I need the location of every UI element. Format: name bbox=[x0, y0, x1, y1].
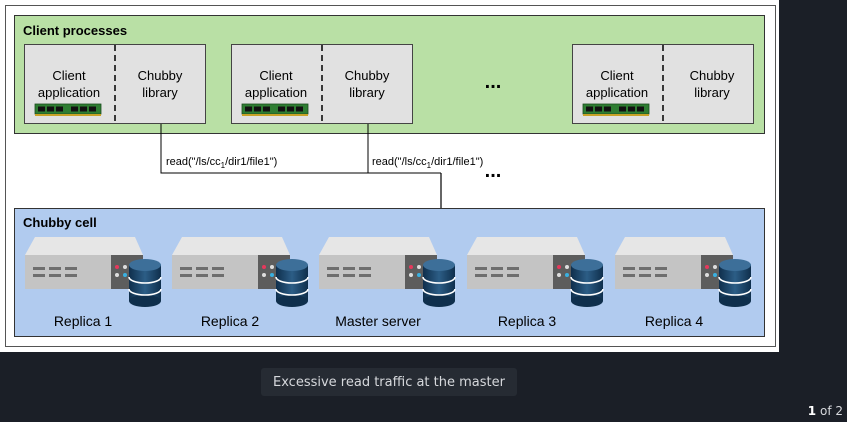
memory-chip-icon bbox=[241, 103, 309, 117]
memory-chip-icon bbox=[582, 103, 650, 117]
diagram-canvas: Client processes Client application Chub… bbox=[0, 0, 779, 352]
chubby-cell-label: Chubby cell bbox=[23, 215, 97, 230]
client-app-label: application bbox=[586, 85, 648, 100]
memory-chip-icon bbox=[34, 103, 102, 117]
chubby-library-label: library bbox=[349, 85, 385, 100]
more-requests-ellipsis: ... bbox=[485, 160, 502, 182]
chubby-library-label: library bbox=[142, 85, 178, 100]
client-processes-label: Client processes bbox=[23, 23, 127, 38]
master-server-label: Master server bbox=[335, 313, 421, 329]
replica-2-label: Replica 2 bbox=[201, 313, 260, 329]
client-process-1: Client application Chubby library bbox=[24, 44, 206, 124]
read-request-label-1: read("/ls/cc1/dir1/file1") bbox=[166, 156, 277, 170]
chubby-library-label: Chubby bbox=[138, 68, 183, 83]
read-request-label-2: read("/ls/cc1/dir1/file1") bbox=[372, 156, 483, 170]
chubby-library-label: Chubby bbox=[345, 68, 390, 83]
replica-4-label: Replica 4 bbox=[645, 313, 704, 329]
more-clients-ellipsis: ... bbox=[485, 71, 502, 93]
replica-1-label: Replica 1 bbox=[54, 313, 113, 329]
read-request-line-1 bbox=[160, 124, 441, 174]
client-process-3: Client application Chubby library bbox=[572, 44, 754, 124]
diagram-svg: Client processes Client application Chub… bbox=[5, 5, 776, 347]
chubby-library-label: library bbox=[694, 85, 730, 100]
client-app-label: Client bbox=[600, 68, 634, 83]
caption-text: Excessive read traffic at the master bbox=[273, 374, 505, 390]
pager-total: of 2 bbox=[816, 404, 843, 418]
client-app-label: application bbox=[38, 85, 100, 100]
client-app-label: application bbox=[245, 85, 307, 100]
pager-current: 1 bbox=[807, 404, 817, 418]
slide-pager: 1 of 2 bbox=[808, 404, 843, 418]
client-process-2: Client application Chubby library bbox=[231, 44, 413, 124]
client-app-label: Client bbox=[259, 68, 293, 83]
replica-3-label: Replica 3 bbox=[498, 313, 557, 329]
chubby-library-label: Chubby bbox=[690, 68, 735, 83]
client-app-label: Client bbox=[52, 68, 86, 83]
slide-caption: Excessive read traffic at the master bbox=[261, 368, 517, 396]
